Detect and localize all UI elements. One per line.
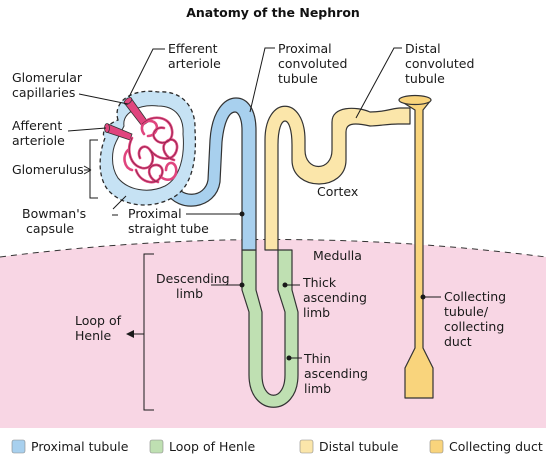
medulla-label: Medulla — [313, 248, 362, 263]
legend-swatch-loop — [150, 440, 163, 453]
efferent-arteriole-label: Efferent arteriole — [168, 41, 222, 71]
legend-label-distal: Distal tubule — [319, 439, 399, 454]
legend-label-collecting: Collecting duct — [449, 439, 543, 454]
proximal-straight-tube-label: Proximal straight tube — [128, 206, 209, 236]
dot-thick-ascending — [283, 283, 288, 288]
afferent-arteriole-label: Afferent arteriole — [12, 118, 66, 148]
glomerular-capillaries-label: Glomerular capillaries — [12, 70, 86, 100]
collecting-duct-top — [399, 96, 431, 105]
glomerulus-label: Glomerulus — [12, 162, 84, 177]
legend-swatch-collecting — [430, 440, 443, 453]
legend-label-loop: Loop of Henle — [169, 439, 255, 454]
diagram-title: Anatomy of the Nephron — [186, 5, 360, 20]
bowmans-capsule-label: Bowman's capsule — [22, 206, 90, 236]
legend: Proximal tubule Loop of Henle Distal tub… — [12, 439, 543, 454]
distal-convoluted-tubule-label: Distal convoluted tubule — [405, 41, 478, 86]
proximal-convoluted-tubule-label: Proximal convoluted tubule — [278, 41, 351, 86]
dot-thin-ascending — [287, 356, 292, 361]
legend-swatch-proximal — [12, 440, 25, 453]
dot-descending — [240, 283, 245, 288]
cortex-label: Cortex — [317, 184, 358, 199]
dot-collecting — [421, 295, 426, 300]
dot-proximal-straight — [240, 212, 245, 217]
distal-convoluted-tubule — [265, 106, 410, 250]
legend-label-proximal: Proximal tubule — [31, 439, 129, 454]
legend-swatch-distal — [300, 440, 313, 453]
